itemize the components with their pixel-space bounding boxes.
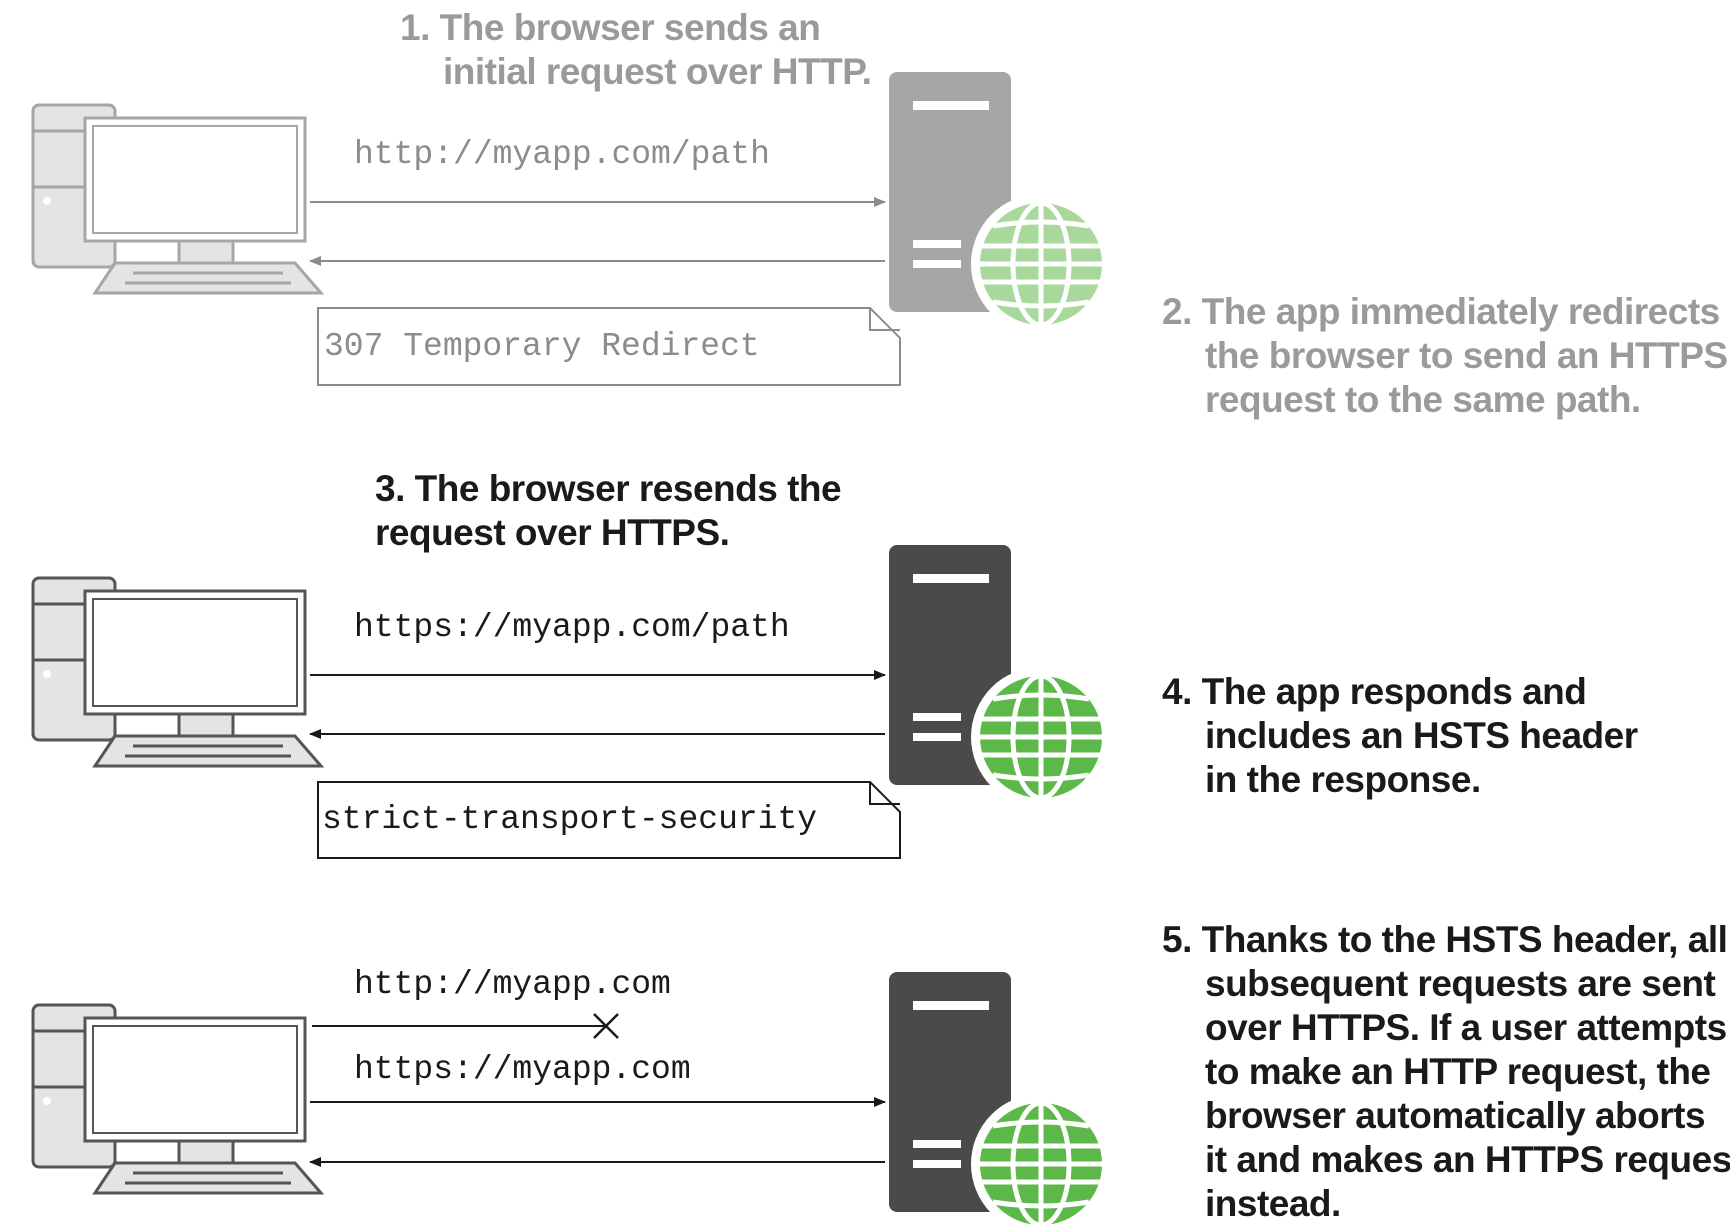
redirect-note-box <box>317 307 901 386</box>
panel-3 <box>31 972 1111 1229</box>
step-3-caption: 3. The browser resends the request over … <box>375 468 842 553</box>
desktop-computer-icon <box>31 103 323 295</box>
globe-icon <box>971 194 1111 334</box>
http-path-label: http://myapp.com/path <box>354 136 770 173</box>
globe-icon <box>971 667 1111 807</box>
step-4-caption: 4. The app responds and includes an HSTS… <box>1162 671 1638 800</box>
globe-icon <box>971 1094 1111 1229</box>
hsts-note-box <box>317 781 901 859</box>
step-5-caption: 5. Thanks to the HSTS header, all subseq… <box>1162 919 1730 1224</box>
https-path-label: https://myapp.com/path <box>354 609 790 646</box>
panel-1 <box>31 72 1111 386</box>
panel-2 <box>31 545 1111 859</box>
step-2-caption: 2. The app immediately redirects the bro… <box>1162 291 1728 420</box>
step-1-caption: 1. The browser sends an initial request … <box>400 7 872 92</box>
desktop-computer-icon <box>31 576 323 768</box>
desktop-computer-icon <box>31 1003 323 1195</box>
http-root-label: http://myapp.com <box>354 966 671 1003</box>
cross-mark-icon <box>593 1013 619 1039</box>
https-root-label: https://myapp.com <box>354 1051 691 1088</box>
hsts-note-label: strict-transport-security <box>322 801 818 838</box>
redirect-note-label: 307 Temporary Redirect <box>324 328 760 365</box>
